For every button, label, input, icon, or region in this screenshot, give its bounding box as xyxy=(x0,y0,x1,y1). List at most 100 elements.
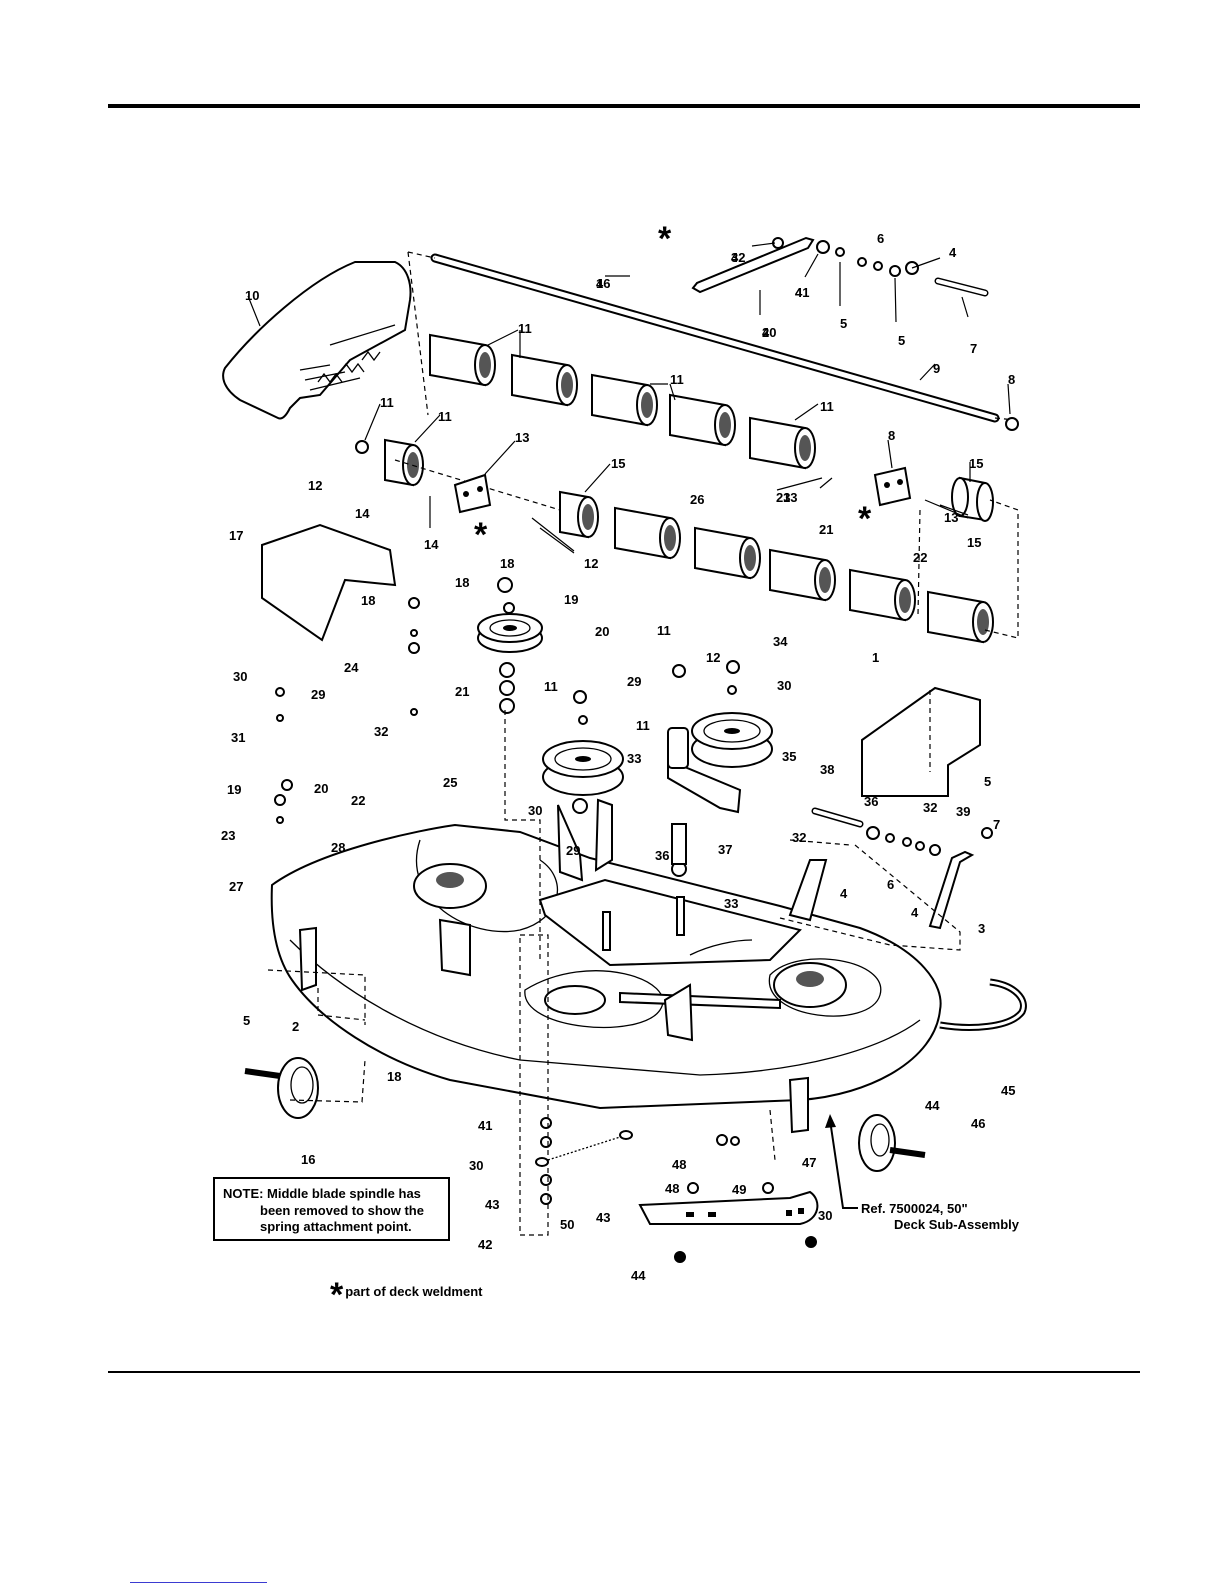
reference-line-1: Ref. 7500024, 50" xyxy=(861,1201,968,1216)
belt-shields xyxy=(261,523,981,797)
footer-rule xyxy=(108,1371,1140,1373)
callout-number: 13 xyxy=(515,430,530,445)
callout-number: 12 xyxy=(308,478,323,493)
svg-text:*: * xyxy=(858,500,872,538)
asterisk-symbol: * xyxy=(330,1276,344,1314)
callout-number: 4 xyxy=(795,285,803,300)
callout-number: 10 xyxy=(245,288,260,303)
callout-number: 21 xyxy=(819,522,834,537)
callout-number: 48 xyxy=(672,1157,687,1172)
callout-number: 32 xyxy=(792,830,807,845)
callout-number: 7 xyxy=(970,341,978,356)
callout-number: 24 xyxy=(344,660,359,675)
callout-number: 30 xyxy=(528,803,543,818)
callout-number: 36 xyxy=(655,848,670,863)
deflector-shield xyxy=(222,261,412,420)
callout-number: 46 xyxy=(596,276,611,291)
callout-number: 42 xyxy=(478,1237,493,1252)
callout-number: 29 xyxy=(627,674,642,689)
hardware xyxy=(274,237,1019,1263)
pulleys xyxy=(477,613,773,796)
callout-number: 33 xyxy=(627,751,642,766)
callout-number: 6 xyxy=(887,877,895,892)
callout-number: 21 xyxy=(455,684,470,699)
callout-number: 17 xyxy=(229,528,244,543)
callout-number: 46 xyxy=(971,1116,986,1131)
callout-number: 40 xyxy=(762,325,777,340)
callout-number: 7 xyxy=(993,817,1001,832)
callout-number: 29 xyxy=(311,687,326,702)
callout-number: 25 xyxy=(443,775,458,790)
weldment-asterisks: * * * xyxy=(474,220,872,554)
callout-number: 18 xyxy=(361,593,376,608)
callout-number: 26 xyxy=(690,492,705,507)
callout-number: 15 xyxy=(967,535,982,550)
callout-number: 45 xyxy=(1001,1083,1016,1098)
callout-number: 22 xyxy=(913,550,928,565)
callout-number: 11 xyxy=(438,409,452,424)
callout-number: 11 xyxy=(670,372,684,387)
reference-line-2: Deck Sub-Assembly xyxy=(894,1217,1019,1232)
gauge-wheels xyxy=(244,1057,926,1172)
callout-number: 39 xyxy=(956,804,971,819)
callout-number: 8 xyxy=(888,428,896,443)
roller-brackets xyxy=(453,466,912,514)
callout-number: 4 xyxy=(911,905,919,920)
deck-housing xyxy=(270,798,942,1134)
pins xyxy=(811,277,989,828)
callout-number: 23 xyxy=(221,828,236,843)
callout-number: 8 xyxy=(1008,372,1016,387)
callout-number: 9 xyxy=(933,361,941,376)
roller-shaft xyxy=(407,251,1016,423)
deck-spring xyxy=(535,1130,633,1167)
assembly-guides xyxy=(267,251,961,1236)
deck-baffle xyxy=(638,1190,819,1225)
idler-arm xyxy=(667,727,742,865)
callout-number: 4 xyxy=(840,886,848,901)
callout-number: 34 xyxy=(773,634,788,649)
callout-number: 22 xyxy=(351,793,366,808)
callout-number: 33 xyxy=(724,896,739,911)
svg-text:*: * xyxy=(658,220,672,258)
callout-number: 1 xyxy=(596,276,604,291)
callout-number: 37 xyxy=(718,842,733,857)
callout-number: 13 xyxy=(944,510,959,525)
note-box: NOTE: Middle blade spindle has been remo… xyxy=(213,1177,450,1241)
callout-number: 4 xyxy=(949,245,957,260)
weldment-note: *part of deck weldment xyxy=(330,1276,482,1315)
callout-number: 38 xyxy=(820,762,835,777)
callout-number: 11 xyxy=(820,399,834,414)
svg-text:*: * xyxy=(474,516,488,554)
note-line-3: spring attachment point. xyxy=(260,1219,412,1234)
callout-number: 11 xyxy=(518,321,532,336)
callout-number: 43 xyxy=(596,1210,611,1225)
callout-number: 13 xyxy=(783,490,798,505)
callout-number: 20 xyxy=(314,781,329,796)
callout-number: 36 xyxy=(864,794,879,809)
callout-number: 12 xyxy=(706,650,721,665)
callout-number: 44 xyxy=(631,1268,646,1283)
callout-number: 2 xyxy=(762,325,770,340)
belt-section xyxy=(939,978,1027,1031)
callout-number: 23 xyxy=(776,490,791,505)
callout-number: 5 xyxy=(243,1013,251,1028)
callout-number: 12 xyxy=(584,556,599,571)
callout-number: 44 xyxy=(925,1098,940,1113)
callout-number: 19 xyxy=(564,592,579,607)
callout-number: 18 xyxy=(387,1069,402,1084)
callout-number: 18 xyxy=(500,556,515,571)
callout-number: 32 xyxy=(923,800,938,815)
callout-number: 43 xyxy=(485,1197,500,1212)
callout-number: 30 xyxy=(469,1158,484,1173)
callout-number: 18 xyxy=(455,575,470,590)
callout-number: 48 xyxy=(665,1181,680,1196)
callout-number: 27 xyxy=(229,879,244,894)
callout-number: 6 xyxy=(877,231,885,246)
callout-number: 2 xyxy=(292,1019,300,1034)
callout-number: 32 xyxy=(374,724,389,739)
callout-number: 5 xyxy=(840,316,848,331)
callout-number: 3 xyxy=(731,250,739,265)
leader-lines xyxy=(247,242,1011,554)
callout-number: 11 xyxy=(657,623,671,638)
